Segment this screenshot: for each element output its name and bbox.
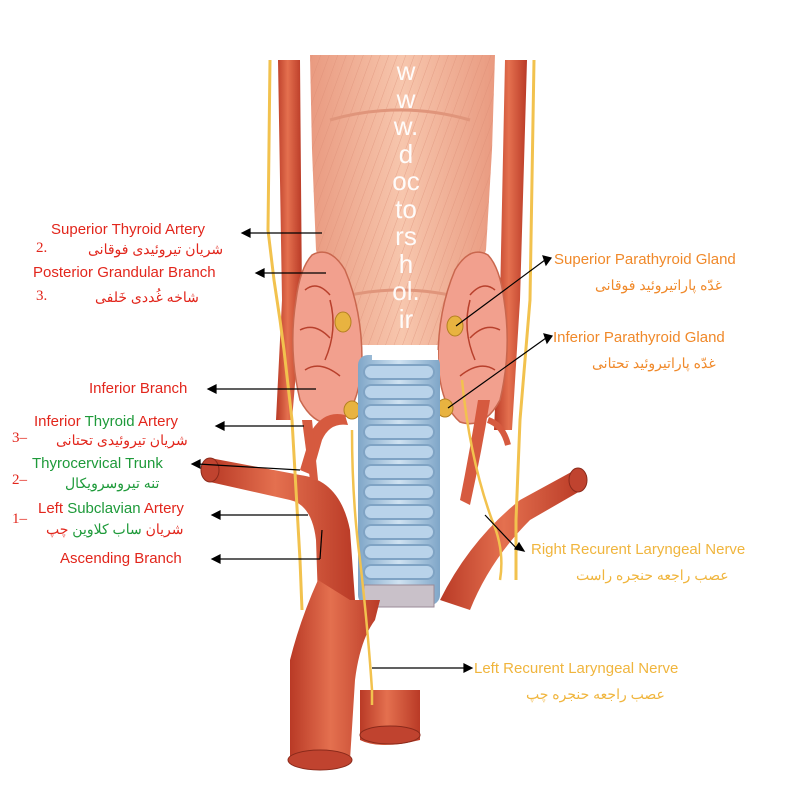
label-superior-thyroid-artery-fa: شریان تیروئیدی فوقانی	[88, 241, 224, 257]
left-subclavian-artery	[210, 458, 355, 600]
label-left-subclavian-fa-part3: چپ	[46, 521, 73, 537]
right-vagus-nerve	[514, 59, 536, 580]
watermark-text: www.doctorshol.ir	[392, 56, 420, 334]
label-number-3b: 3–	[12, 430, 27, 446]
label-posterior-grandular-branch-fa: شاخه غُددی خَلفی	[95, 289, 199, 305]
label-right-recurrent-nerve: Right Recurent Laryngeal Nerve	[531, 541, 746, 558]
label-inferior-parathyroid-gland-fa: غدّه پاراتیروئید تحتانی	[592, 355, 716, 371]
label-left-subclavian-part2: Subclavian	[67, 500, 141, 517]
label-number-2: 2.	[36, 240, 48, 256]
label-inferior-thyroid-artery-part1: Inferior	[34, 413, 85, 430]
label-superior-parathyroid-gland: Superior Parathyroid Gland	[554, 251, 736, 268]
label-left-subclavian-artery-fa: شریان ساب کلاوین چپ	[46, 522, 184, 536]
label-superior-thyroid-artery: Superior Thyroid Artery	[51, 221, 205, 238]
label-inferior-parathyroid-gland: Inferior Parathyroid Gland	[553, 329, 725, 346]
right-subclavian	[440, 470, 582, 610]
label-left-subclavian-fa-part1: شریان	[141, 521, 184, 537]
label-thyrocervical-trunk-fa: تنه تیروسرویکال	[65, 475, 160, 491]
label-number-2b: 2–	[12, 472, 27, 488]
left-inferior-parathyroid	[343, 400, 361, 420]
label-inferior-thyroid-artery-part3: Artery	[134, 413, 178, 430]
right-recurrent-nerve	[460, 379, 503, 581]
label-ascending-branch: Ascending Branch	[60, 550, 182, 567]
label-thyrocervical-trunk: Thyrocervical Trunk	[32, 455, 163, 472]
label-posterior-grandular-branch: Posterior Grandular Branch	[33, 264, 216, 281]
label-left-subclavian-artery: Left Subclavian Artery	[38, 501, 184, 516]
label-left-subclavian-fa-part2: ساب کلاوین	[72, 521, 142, 537]
left-vagus-nerve	[266, 59, 304, 611]
aortic-arch	[290, 580, 380, 760]
right-thyroid-lobe	[437, 251, 508, 425]
label-inferior-branch: Inferior Branch	[89, 380, 188, 397]
left-recurrent-nerve	[350, 429, 374, 705]
label-inferior-thyroid-artery-part2: Thyroid	[84, 413, 135, 430]
label-number-1: 1–	[12, 511, 27, 527]
label-number-3: 3.	[36, 288, 48, 304]
right-superior-parathyroid	[446, 315, 464, 337]
label-inferior-thyroid-artery: Inferior Thyroid Artery	[34, 414, 178, 429]
label-right-recurrent-nerve-fa: عصب راجعه حنجره راست	[576, 567, 729, 583]
label-inferior-thyroid-artery-fa: شریان تیروئیدی تحتانی	[56, 432, 188, 448]
label-left-recurrent-nerve: Left Recurent Laryngeal Nerve	[474, 660, 679, 677]
label-left-recurrent-nerve-fa: عصب راجعه حنجره چپ	[526, 686, 665, 702]
label-left-subclavian-part3: Artery	[140, 500, 184, 517]
left-superior-parathyroid	[334, 311, 352, 333]
label-left-subclavian-part1: Left	[38, 500, 68, 517]
label-superior-parathyroid-gland-fa: غدّه پاراتیروئید فوقانی	[595, 277, 723, 293]
